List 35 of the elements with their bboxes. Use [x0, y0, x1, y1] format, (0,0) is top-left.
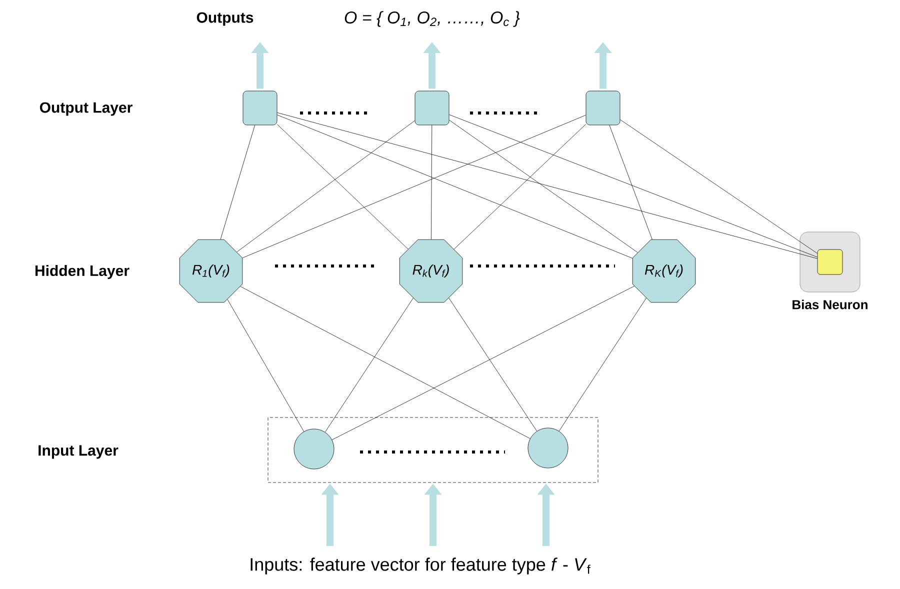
connection-line [332, 286, 635, 440]
output-set-formula: O = { O$_{1}$, O$_{2}$, ……, O$_{c}$ } [344, 11, 520, 27]
connection-line [620, 119, 818, 254]
outputs-label: Outputs [196, 12, 254, 26]
input-neuron [528, 428, 568, 468]
hidden-neuron: R$_{k}$(V$_{f}$) [399, 239, 463, 303]
connection-line [449, 114, 818, 258]
node-label: Bias Neuron [792, 300, 868, 310]
input-layer-box [268, 417, 598, 483]
connection-line [609, 125, 652, 240]
layer-label: Input Layer [38, 445, 118, 459]
connection-line [277, 124, 408, 250]
connection-line [431, 125, 432, 240]
connection-line [449, 120, 638, 253]
connection-line [454, 124, 586, 250]
bias-neuron [817, 249, 843, 275]
connection-line [242, 114, 586, 258]
connection-line [448, 298, 538, 432]
layer-label: Output Layer [40, 102, 132, 116]
connection-line [220, 125, 256, 240]
connection-line [227, 299, 304, 432]
connection-line [324, 298, 414, 432]
layer-label: Hidden Layer [36, 265, 130, 279]
neuron-box [586, 90, 620, 126]
connection-line [277, 112, 818, 259]
hidden-neuron: R$_{K}$(V$_{f}$) [632, 239, 696, 303]
input-neuron [294, 428, 334, 470]
neuron-box [242, 90, 278, 126]
hidden-neuron: R$_{1}$(V$_{f}$) [179, 239, 243, 303]
connection-line [236, 120, 415, 252]
connection-line [558, 298, 646, 432]
connection-line [240, 286, 530, 439]
inputs-caption: Inputs: feature vector for feature type f - V$_{f}$ [250, 558, 590, 574]
neuron-box [414, 90, 450, 126]
connection-line [277, 114, 633, 258]
